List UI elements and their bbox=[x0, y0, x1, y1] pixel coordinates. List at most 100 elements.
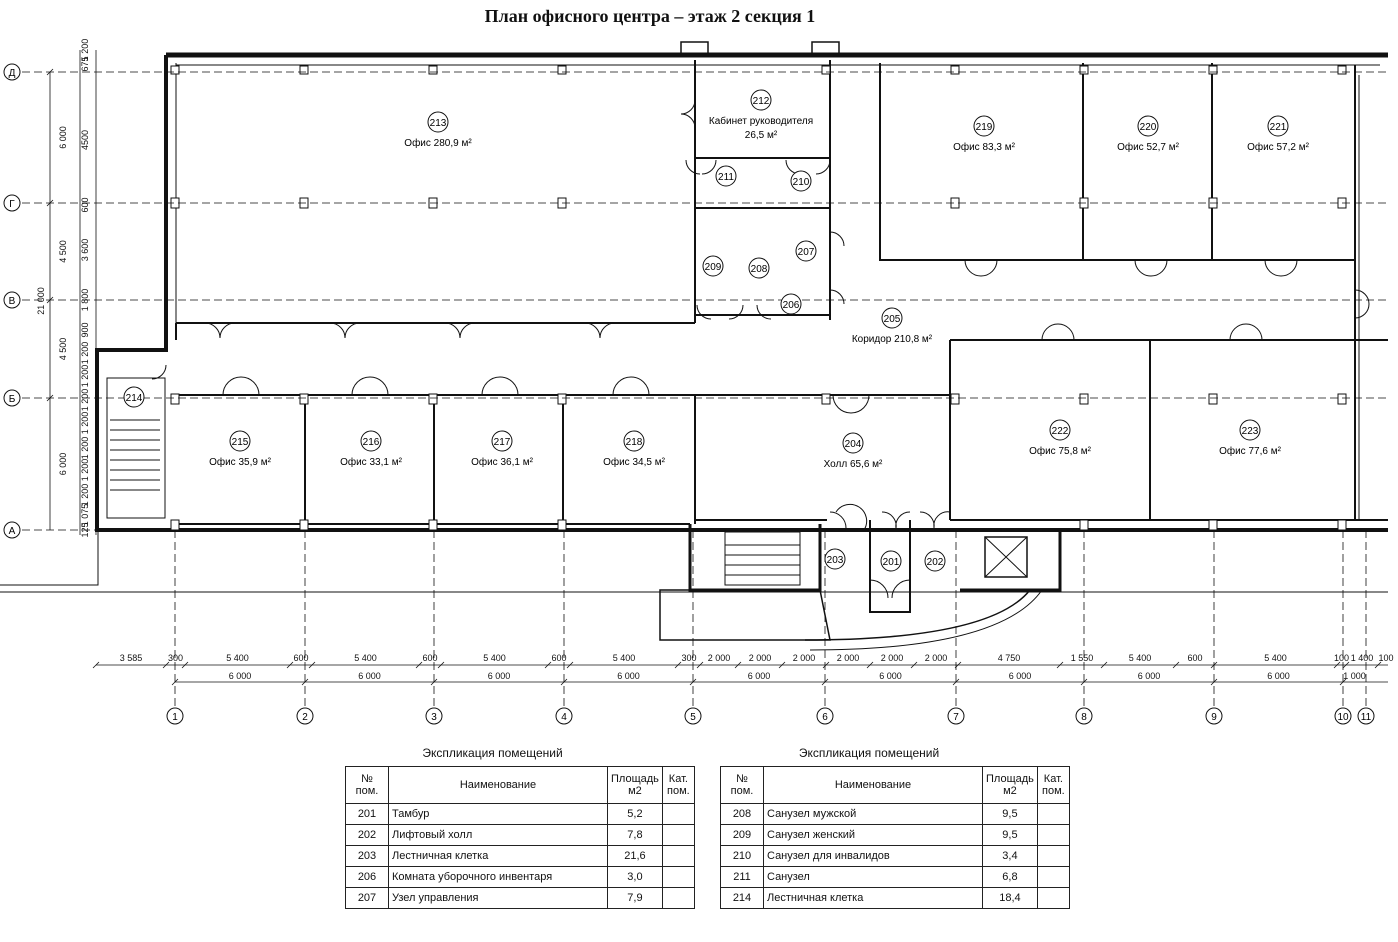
axis-marker-row-Д: Д bbox=[3, 63, 21, 81]
svg-text:11: 11 bbox=[1361, 712, 1372, 723]
room-label-208: 208 bbox=[748, 257, 770, 279]
room-number: 210 bbox=[793, 177, 810, 188]
dimension-label: 125 bbox=[80, 522, 90, 537]
dimension-label: 1 800 bbox=[80, 289, 90, 312]
dimension-label: 1 200 bbox=[80, 342, 90, 365]
dimension-label: 1 550 bbox=[1071, 653, 1094, 663]
axis-marker-col-11: 11 bbox=[1357, 707, 1375, 725]
col-no-header: № пом. bbox=[720, 766, 764, 804]
dimension-label: 6 000 bbox=[1009, 671, 1032, 681]
dimension-label: 5 400 bbox=[1264, 653, 1287, 663]
room-number: 222 bbox=[1052, 426, 1069, 437]
table-header-row: № пом. Наименование Площадь м2 Кат. пом. bbox=[720, 766, 1070, 804]
dimension-label: 100 bbox=[1378, 653, 1393, 663]
axis-marker-col-2: 2 bbox=[296, 707, 314, 725]
dimension-label: 300 bbox=[168, 653, 183, 663]
room-number: 217 bbox=[494, 437, 511, 448]
room-number: 211 bbox=[718, 172, 734, 183]
axis-marker-col-6: 6 bbox=[816, 707, 834, 725]
svg-text:4: 4 bbox=[561, 712, 567, 723]
dimension-label: 1 200 bbox=[80, 39, 90, 62]
room-label-203: 203 bbox=[824, 548, 846, 570]
svg-text:9: 9 bbox=[1211, 712, 1217, 723]
room-name: 26,5 м² bbox=[745, 130, 778, 141]
dimension-label: 4 500 bbox=[58, 338, 68, 361]
room-number: 223 bbox=[1242, 426, 1259, 437]
col-cat-header: Кат. пом. bbox=[661, 766, 695, 804]
dimension-label: 600 bbox=[422, 653, 437, 663]
dimension-label: 6 000 bbox=[617, 671, 640, 681]
svg-text:6: 6 bbox=[822, 712, 828, 723]
room-name: Кабинет руководителя bbox=[709, 115, 813, 127]
axis-marker-col-4: 4 bbox=[555, 707, 573, 725]
room-name: Офис 34,5 м² bbox=[603, 456, 665, 468]
dimension-label: 1 075 bbox=[80, 504, 90, 527]
dimension-label: 6 000 bbox=[1138, 671, 1161, 681]
svg-text:2: 2 bbox=[302, 712, 308, 723]
room-label-206: 206 bbox=[780, 293, 802, 315]
room-label-207: 207 bbox=[795, 240, 817, 262]
room-number: 218 bbox=[626, 437, 643, 448]
svg-text:Г: Г bbox=[9, 199, 15, 210]
col-area-header: Площадь м2 bbox=[982, 766, 1038, 804]
room-number: 213 bbox=[430, 118, 447, 129]
dimension-label: 5 400 bbox=[1129, 653, 1152, 663]
dimension-label: 1 200 bbox=[80, 484, 90, 507]
axis-marker-row-Б: Б bbox=[3, 389, 21, 407]
table2-caption: Экспликация помещений bbox=[798, 746, 940, 760]
svg-text:1: 1 bbox=[172, 712, 178, 723]
explication-table-2: № пом. Наименование Площадь м2 Кат. пом.… bbox=[720, 766, 1070, 909]
svg-text:8: 8 bbox=[1081, 712, 1087, 723]
dimension-label: 3 585 bbox=[120, 653, 143, 663]
room-name: Офис 57,2 м² bbox=[1247, 141, 1309, 153]
axis-marker-col-1: 1 bbox=[166, 707, 184, 725]
dimension-label: 600 bbox=[293, 653, 308, 663]
room-number: 207 bbox=[798, 247, 815, 258]
dimension-label: 900 bbox=[80, 322, 90, 337]
svg-text:Б: Б bbox=[9, 394, 16, 405]
dimension-label: 600 bbox=[80, 197, 90, 212]
dimension-label: 5 400 bbox=[483, 653, 506, 663]
svg-text:А: А bbox=[9, 526, 16, 537]
dimension-label: 1 200 bbox=[80, 437, 90, 460]
room-name: Офис 35,9 м² bbox=[209, 456, 271, 468]
room-name: Офис 280,9 м² bbox=[404, 137, 472, 149]
svg-text:3: 3 bbox=[431, 712, 437, 723]
room-label-214: 214 bbox=[123, 386, 145, 408]
room-label-211: 211 bbox=[715, 165, 737, 187]
room-number: 204 bbox=[845, 439, 862, 450]
room-name: Коридор 210,8 м² bbox=[852, 334, 933, 345]
room-number: 205 bbox=[884, 314, 901, 325]
room-name: Офис 36,1 м² bbox=[471, 456, 533, 468]
dimension-label: 2 000 bbox=[793, 653, 816, 663]
room-name: Офис 75,8 м² bbox=[1029, 445, 1091, 457]
room-number: 203 bbox=[827, 555, 844, 566]
svg-text:5: 5 bbox=[690, 712, 696, 723]
col-cat-header: Кат. пом. bbox=[1036, 766, 1070, 804]
dimension-label: 6 000 bbox=[58, 126, 68, 149]
col-area-header: Площадь м2 bbox=[607, 766, 663, 804]
axis-marker-row-В: В bbox=[3, 291, 21, 309]
dimension-label: 4 750 bbox=[998, 653, 1021, 663]
room-name: Офис 52,7 м² bbox=[1117, 141, 1179, 153]
dimension-label: 6 000 bbox=[358, 671, 381, 681]
col-name-header: Наименование bbox=[388, 766, 608, 804]
dimension-label: 3 600 bbox=[80, 239, 90, 262]
